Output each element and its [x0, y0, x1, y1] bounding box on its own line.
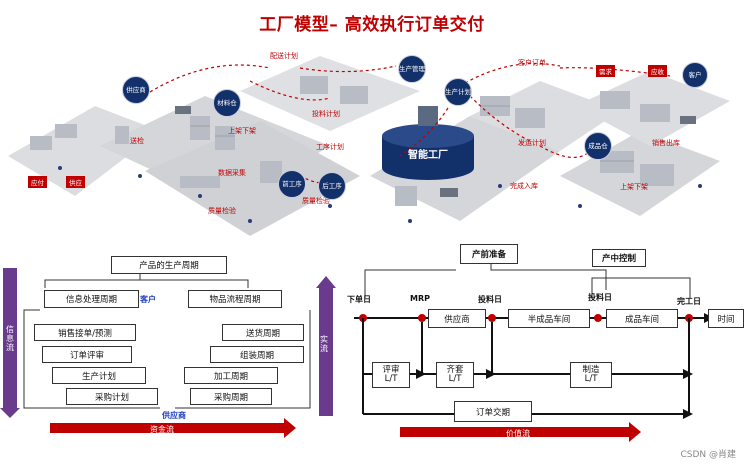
box-order-delivery: 订单交期: [454, 401, 532, 422]
page-title: 工厂模型– 高效执行订单交付: [259, 15, 485, 35]
factory-illustration: [8, 56, 730, 236]
lt-review: 评审 L/T: [372, 362, 410, 388]
stage-finished: 成品车间: [606, 309, 678, 328]
node-material-warehouse: 材料仓: [213, 89, 241, 117]
right-item: 采购周期: [190, 388, 272, 405]
tag-payable: 应付: [28, 176, 47, 188]
milestone-feed-day-1: 投料日: [478, 295, 502, 304]
flow-label-shelve-left: 上架下架: [228, 127, 256, 135]
flow-label-customer-order: 客户订单: [518, 59, 546, 67]
flow-label-data-collect: 数据采集: [218, 169, 246, 177]
flow-label-process-plan: 工序计划: [316, 143, 344, 151]
node-finished-warehouse: 成品仓: [584, 132, 612, 160]
stage-supplier: 供应商: [428, 309, 486, 328]
left-vertical-label: 信息流: [6, 325, 14, 352]
tag-supply: 供应: [66, 176, 85, 188]
left-item: 销售接单/预测: [34, 324, 136, 341]
credit: CSDN @肖建: [680, 450, 736, 460]
node-production-management: 生产管理: [398, 55, 426, 83]
left-item: 采购计划: [66, 388, 158, 405]
flow-label-quality-check-2: 质量检验: [302, 197, 330, 205]
node-production-plan: 生产计划: [444, 78, 472, 106]
node-process-2: 后工序: [318, 172, 346, 200]
right-item: 加工周期: [184, 367, 278, 384]
flow-label-shipping-plan: 发运计划: [518, 139, 546, 147]
stage-semi-finished: 半成品车间: [508, 309, 590, 328]
right-vertical-label: 实流: [320, 335, 328, 353]
left-item: 订单评审: [42, 346, 132, 363]
milestone-mrp: MRP: [410, 294, 430, 303]
flow-label-finish-in: 完成入库: [510, 182, 538, 190]
tag-demand: 需求: [596, 65, 615, 77]
label-supplier: 供应商: [162, 411, 186, 420]
box-in-production-control: 产中控制: [592, 249, 646, 267]
right-panel-lines: [316, 260, 714, 442]
arrow-label-value-flow: 价值流: [506, 429, 530, 438]
milestone-feed-day-2: 投料日: [588, 293, 612, 302]
label-customer: 客户: [140, 295, 156, 304]
left-panel-lines: [0, 268, 311, 438]
stage-time: 时间: [708, 309, 744, 328]
flow-label-shelve-right: 上架下架: [620, 183, 648, 191]
flow-label-purchase-plan: 投料计划: [312, 110, 340, 118]
box-product-lifecycle: 产品的生产周期: [111, 256, 227, 274]
arrow-label-capital-flow: 资金流: [150, 425, 174, 434]
lt-manufacturing: 制造 L/T: [570, 362, 612, 388]
flow-label-sales-out: 销售出库: [652, 139, 680, 147]
box-info-processing: 信息处理周期: [44, 290, 139, 308]
node-customer: 客户: [682, 62, 708, 88]
lt-kitting: 齐套 L/T: [436, 362, 474, 388]
flow-label-delivery-plan: 配送计划: [270, 52, 298, 60]
flow-label-send-inspect: 送检: [130, 137, 144, 145]
node-process-1: 前工序: [278, 170, 306, 198]
box-pre-production: 产前准备: [460, 244, 518, 264]
milestone-completion-day: 完工日: [677, 297, 701, 306]
tag-receivable: 应收: [648, 65, 667, 77]
center-smart-factory: 智能工厂: [408, 150, 448, 161]
node-supplier: 供应商: [122, 76, 150, 104]
left-item: 生产计划: [52, 367, 146, 384]
right-item: 组装周期: [210, 346, 304, 363]
milestone-order-day: 下单日: [347, 295, 371, 304]
flow-label-quality-check: 质量检验: [208, 207, 236, 215]
box-material-flow: 物品流程周期: [188, 290, 282, 308]
right-item: 送货周期: [222, 324, 304, 341]
